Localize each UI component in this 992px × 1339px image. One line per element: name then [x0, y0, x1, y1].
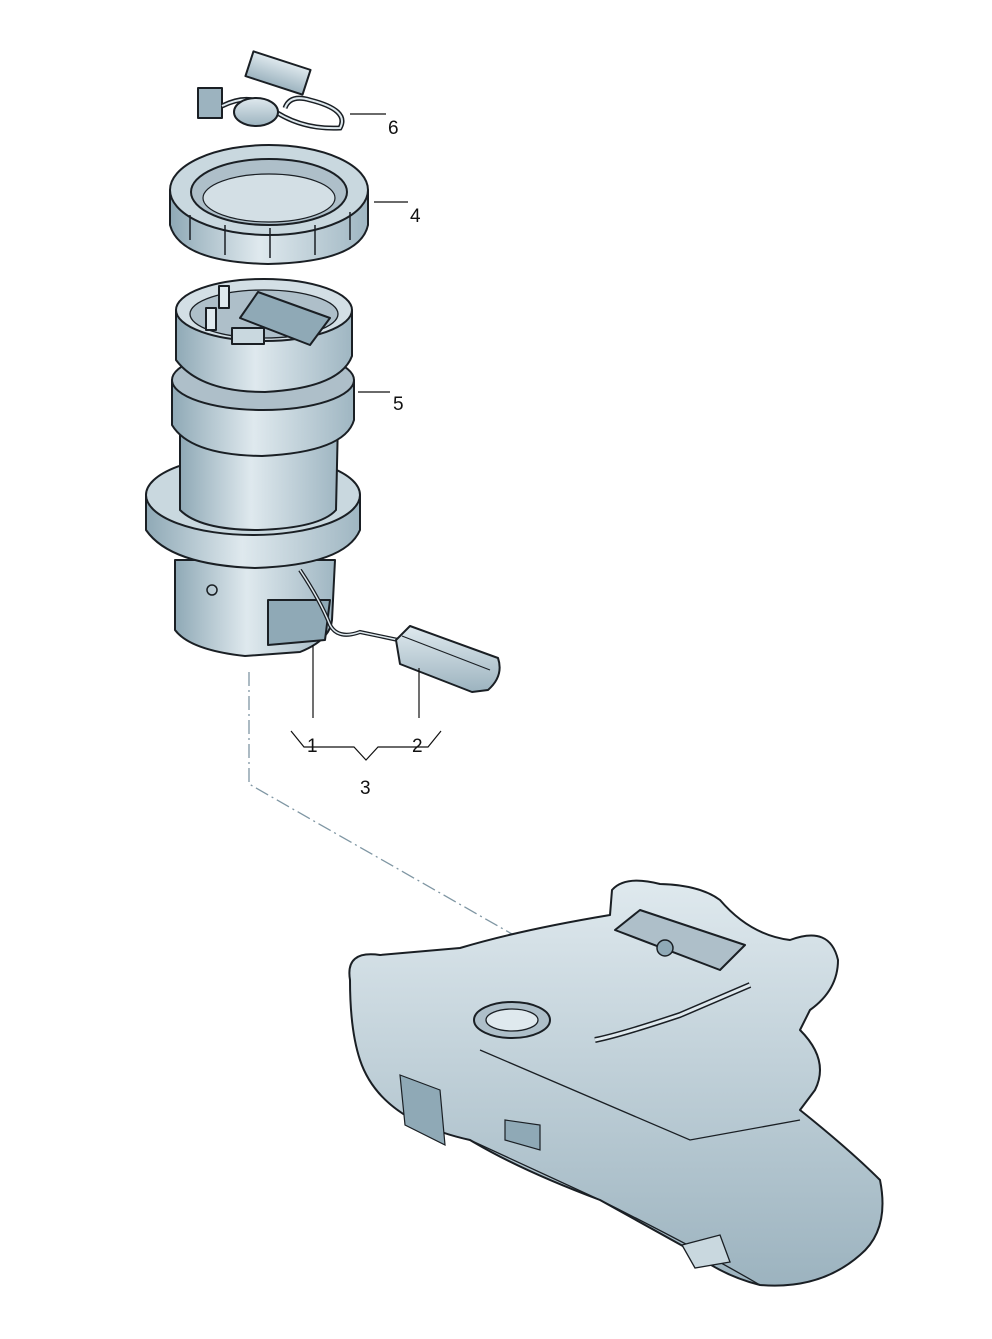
callout-4: 4 [410, 206, 421, 227]
callout-6: 6 [388, 118, 399, 139]
callout-5: 5 [393, 394, 404, 415]
fuel-pump-module [145, 278, 361, 657]
fuel-level-sender [298, 568, 501, 693]
fuel-tank [348, 879, 884, 1287]
callout-1: 1 [307, 736, 318, 757]
alignment-line [248, 672, 513, 1015]
locking-ring [169, 144, 369, 265]
callout-3: 3 [360, 778, 371, 799]
callout-bracket [290, 645, 442, 761]
callout-2: 2 [412, 736, 423, 757]
wiring-harness-connector [197, 50, 345, 131]
